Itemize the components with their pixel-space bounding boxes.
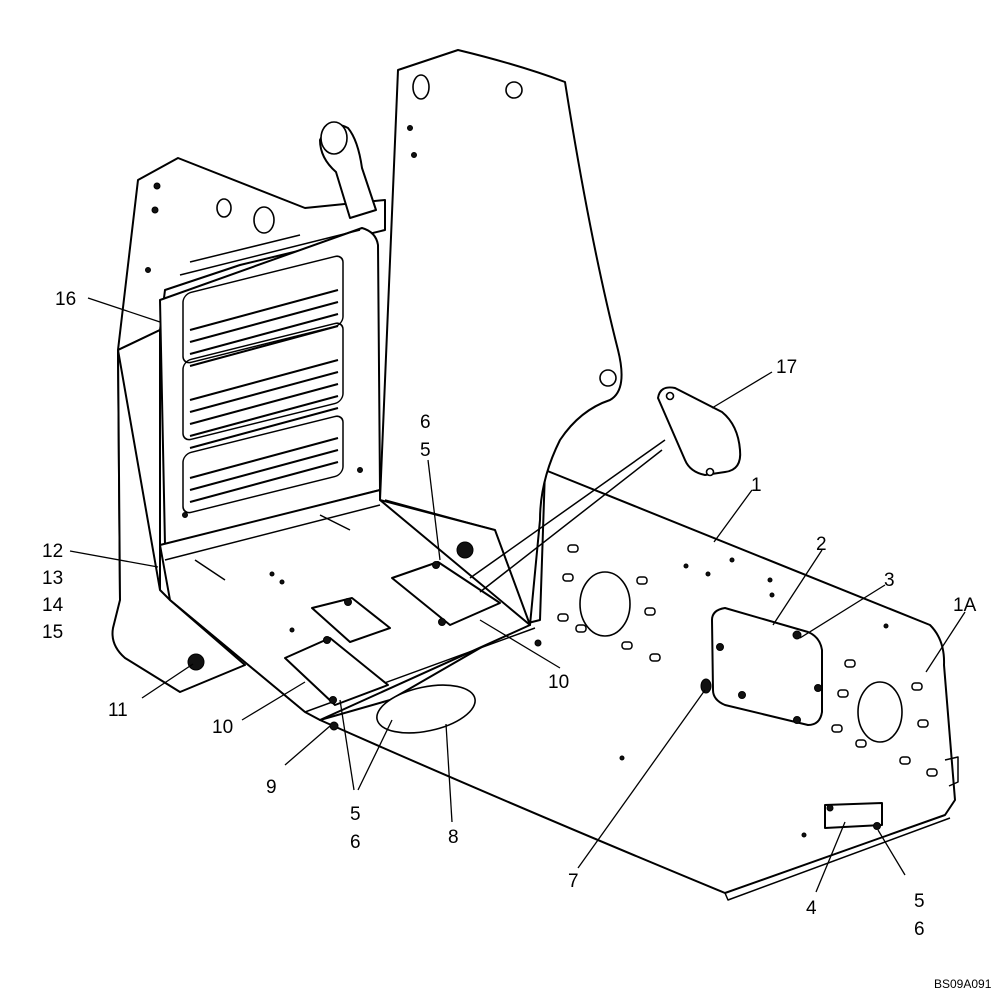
callout-4: 4 [806, 898, 817, 919]
callout-12: 12 [42, 541, 63, 562]
cover-17 [469, 386, 742, 593]
callout-3: 3 [884, 570, 895, 591]
callout-11: 11 [108, 700, 128, 721]
vent-slots [182, 255, 344, 514]
side-tower [379, 49, 623, 626]
callout-5-mid: 5 [350, 804, 361, 825]
callout-1a: 1A [953, 595, 977, 616]
callout-15: 15 [42, 622, 63, 643]
callout-14: 14 [42, 595, 64, 616]
callout-2: 2 [816, 534, 827, 555]
callout-10-right: 10 [548, 672, 569, 693]
callout-5-top: 5 [420, 440, 431, 461]
callout-8: 8 [448, 827, 459, 848]
front-vent-panel [159, 227, 381, 546]
leader-lines [69, 297, 966, 893]
exhaust-pipe [319, 121, 377, 219]
callout-7: 7 [568, 871, 579, 892]
label-plate [824, 802, 883, 830]
callout-13: 13 [42, 568, 63, 589]
callout-1: 1 [751, 475, 762, 496]
callout-6-top: 6 [420, 412, 431, 433]
cover-plate [700, 607, 823, 726]
callout-10-left: 10 [212, 717, 233, 738]
diagram-code: BS09A091 [934, 977, 992, 991]
callout-17: 17 [776, 357, 797, 378]
callouts: 16 17 1 2 3 1A 6 5 12 13 14 15 10 11 10 … [42, 289, 977, 940]
callout-6-mid: 6 [350, 832, 361, 853]
floor-cutouts [376, 544, 938, 838]
callout-16: 16 [55, 289, 76, 310]
callout-6-right: 6 [914, 919, 925, 940]
access-plates [284, 561, 501, 706]
callout-5-right: 5 [914, 891, 925, 912]
callout-9: 9 [266, 777, 277, 798]
